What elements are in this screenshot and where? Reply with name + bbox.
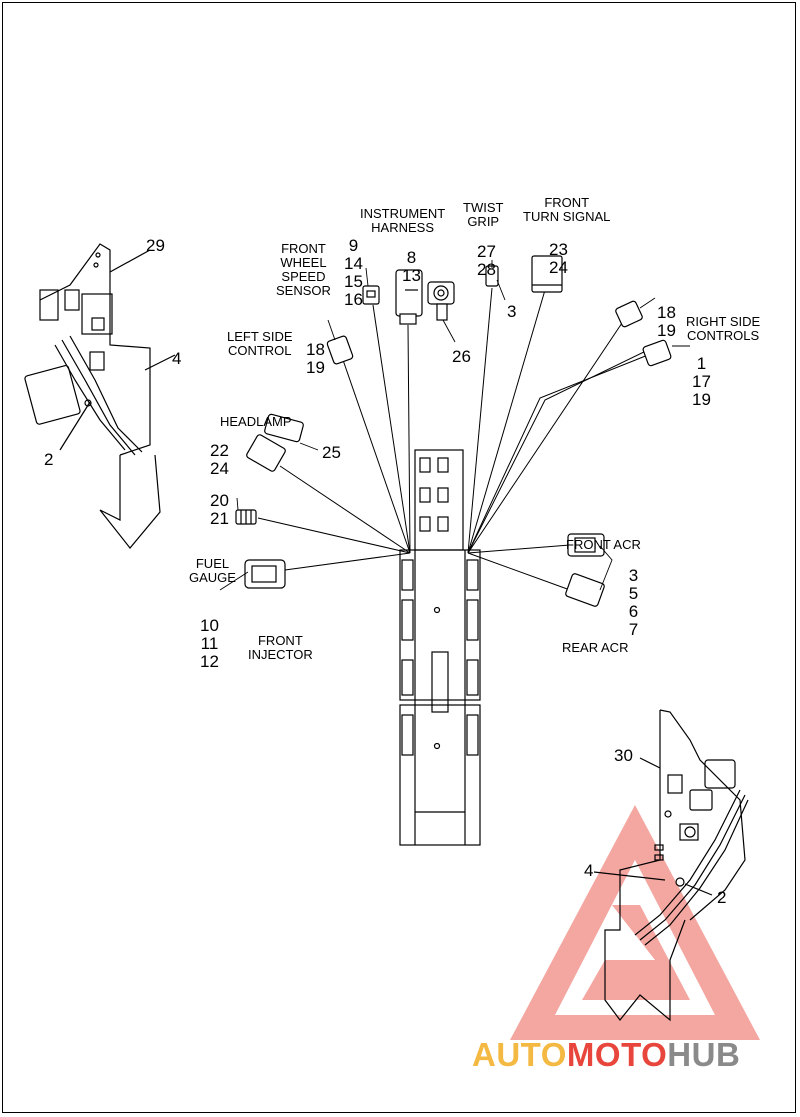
watermark-logo-text: AUTOMOTOHUB: [472, 1036, 741, 1073]
leader-lines: [219, 260, 690, 591]
right-assembly: [593, 709, 749, 1022]
callout-2-left: 2: [44, 450, 54, 469]
caption-rear-acr: REAR ACR: [562, 640, 629, 655]
frame-spine: [399, 449, 481, 846]
harness-wires: [257, 287, 653, 591]
caption-headlamp: HEADLAMP: [220, 414, 292, 429]
callout-4-left: 4: [172, 349, 182, 368]
connectors: [235, 255, 672, 607]
callout-30: 30: [614, 746, 633, 765]
callout-25: 25: [322, 443, 341, 462]
callout-3-twist: 3: [507, 302, 517, 321]
callout-2-right: 2: [717, 888, 727, 907]
callout-29: 29: [146, 236, 165, 255]
watermark-logo-triangle: [510, 805, 760, 1040]
caption-front-acr: FRONT ACR: [566, 537, 641, 552]
left-assembly: [24, 243, 176, 549]
callout-4-right: 4: [584, 861, 594, 880]
callout-26: 26: [452, 347, 471, 366]
